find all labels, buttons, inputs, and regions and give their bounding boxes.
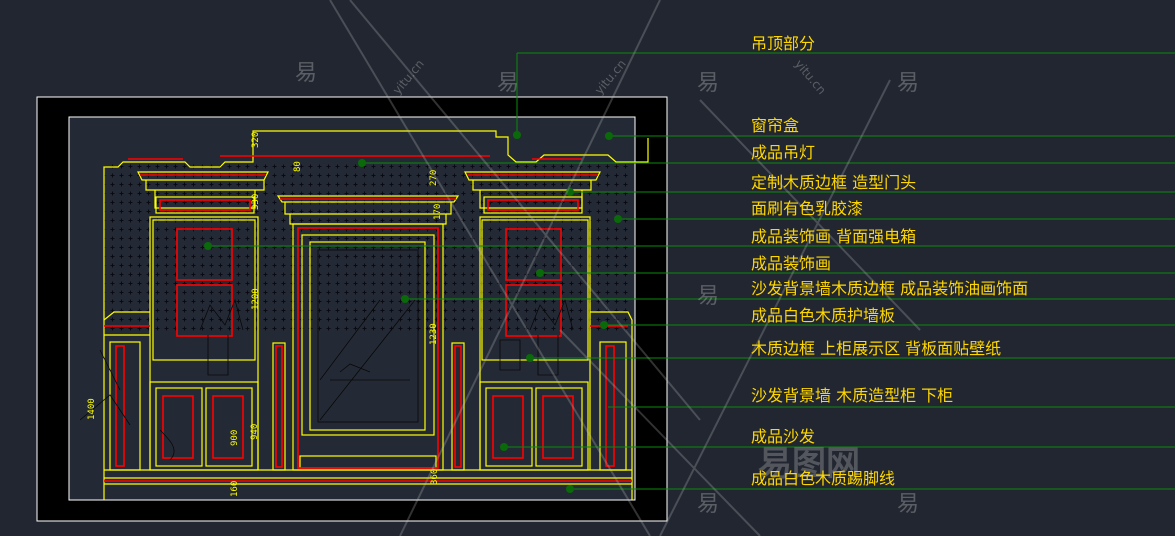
- watermark-glyph: 易: [697, 492, 720, 517]
- annotation-painting: 成品装饰画: [751, 254, 832, 273]
- annotation-upper-cabinet: 木质边框 上柜展示区 背板面贴壁纸: [751, 339, 1002, 358]
- watermark-glyph: 易: [897, 71, 920, 96]
- watermark-lines: [329, 0, 921, 536]
- annotation-ceiling: 吊顶部分: [751, 34, 816, 53]
- annotation-skirting: 成品白色木质踢脚线: [751, 469, 896, 488]
- annotation-painting-electric-box: 成品装饰画 背面强电箱: [751, 227, 917, 246]
- dim-1400: 1400: [87, 398, 97, 420]
- leader-dots: [204, 131, 622, 493]
- furnishing-sketch: [79, 249, 574, 461]
- watermark-logo: 易图网: [758, 444, 860, 484]
- wallpaper-hatch: [104, 160, 632, 335]
- dim-320: 320: [251, 132, 261, 148]
- dim-900: 900: [230, 430, 240, 446]
- dim-940: 940: [250, 424, 260, 440]
- dim-80: 80: [293, 161, 303, 172]
- elevation-lines: [103, 130, 649, 500]
- annotation-wood-frame-oil-painting: 沙发背景墙木质边框 成品装饰油画饰面: [751, 279, 1029, 298]
- dim-330: 330: [251, 194, 261, 210]
- annotation-wall-panel: 成品白色木质护墙板: [751, 306, 896, 325]
- annotation-door-head: 定制木质边框 造型门头: [751, 173, 917, 192]
- watermark-glyph: 易: [295, 61, 318, 86]
- dim-170: 170: [433, 204, 443, 220]
- dim-1200: 1200: [251, 288, 261, 310]
- watermark-glyph: 易: [897, 492, 920, 517]
- annotation-chandelier: 成品吊灯: [751, 143, 816, 162]
- annotation-lower-cabinet: 沙发背景墙 木质造型柜 下柜: [751, 386, 954, 405]
- dim-270: 270: [429, 170, 439, 186]
- watermark-glyph: 易: [697, 284, 720, 309]
- annotation-latex-paint: 面刷有色乳胶漆: [751, 199, 864, 218]
- watermark-glyph: 易: [697, 71, 720, 96]
- dimension-labels: 320 80 270 330 170 1200 1230 1400 900 94…: [87, 132, 443, 497]
- red-accents: [104, 155, 632, 482]
- annotation-sofa: 成品沙发: [751, 427, 816, 446]
- dim-1230: 1230: [429, 323, 439, 345]
- watermark-glyph: 易: [497, 71, 520, 96]
- dim-360: 360: [430, 469, 440, 485]
- annotation-curtain-box: 窗帘盒: [751, 116, 800, 135]
- leader-lines: [208, 52, 1175, 490]
- dim-160: 160: [230, 481, 240, 497]
